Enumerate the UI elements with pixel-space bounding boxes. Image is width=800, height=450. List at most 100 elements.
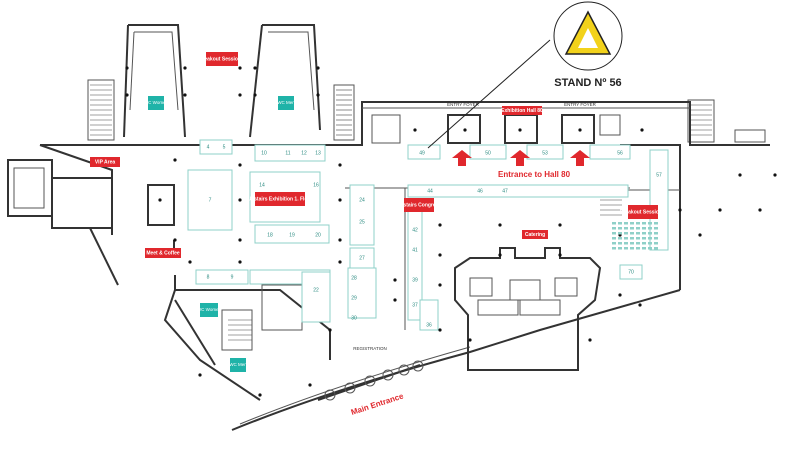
seat bbox=[642, 237, 646, 240]
column-dot bbox=[338, 238, 342, 242]
seat bbox=[630, 232, 634, 235]
column-dot bbox=[718, 208, 722, 212]
label-registration: REGISTRATION bbox=[353, 346, 386, 351]
seat bbox=[612, 242, 616, 245]
column-dot bbox=[773, 173, 777, 177]
seat bbox=[636, 242, 640, 245]
column-dot bbox=[125, 66, 129, 70]
seat bbox=[624, 222, 628, 225]
label-breakout-1: Breakout Session 1 bbox=[199, 56, 246, 62]
column-dot bbox=[758, 208, 762, 212]
column-dot bbox=[558, 223, 562, 227]
seat bbox=[648, 237, 652, 240]
stand-number: 22 bbox=[313, 287, 319, 293]
stand-number: 27 bbox=[359, 255, 365, 261]
column-dot bbox=[338, 163, 342, 167]
column-dot bbox=[258, 393, 262, 397]
stand-number: 24 bbox=[359, 197, 365, 203]
seat bbox=[636, 222, 640, 225]
seat bbox=[648, 232, 652, 235]
stand-number: 44 bbox=[427, 188, 433, 194]
seat bbox=[618, 242, 622, 245]
seat bbox=[654, 247, 658, 250]
seat bbox=[630, 237, 634, 240]
column-dots bbox=[125, 66, 777, 397]
stand-number: 70 bbox=[628, 269, 634, 275]
seat bbox=[630, 222, 634, 225]
wc-badges: WC Women WC Men WC Women WC Men bbox=[144, 96, 295, 372]
column-dot bbox=[438, 328, 442, 332]
column-dot bbox=[678, 208, 682, 212]
seat bbox=[636, 232, 640, 235]
label-upstairs-congress: Upstairs Congress bbox=[397, 202, 442, 208]
stand-marker: STAND Nº 56 bbox=[553, 1, 623, 89]
stand-number: 12 bbox=[301, 150, 307, 156]
column-dot bbox=[738, 173, 742, 177]
column-dot bbox=[438, 283, 442, 287]
column-dot bbox=[498, 223, 502, 227]
stand-number: 18 bbox=[267, 232, 273, 238]
stand-number: 53 bbox=[542, 150, 548, 156]
column-dot bbox=[316, 66, 320, 70]
seat bbox=[642, 232, 646, 235]
stand-callout-line bbox=[427, 39, 551, 149]
column-dot bbox=[173, 158, 177, 162]
seat bbox=[612, 237, 616, 240]
label-upstairs-exhibition: Upstairs Exhibition 1. Floor bbox=[247, 196, 312, 202]
stand-number: 47 bbox=[502, 188, 508, 194]
column-dot bbox=[238, 198, 242, 202]
column-dot bbox=[188, 260, 192, 264]
stand-number: 42 bbox=[412, 227, 418, 233]
column-dot bbox=[638, 303, 642, 307]
column-dot bbox=[238, 260, 242, 264]
stand-number: 5 bbox=[223, 144, 226, 150]
seat bbox=[618, 227, 622, 230]
column-dot bbox=[173, 238, 177, 242]
column-dot bbox=[158, 198, 162, 202]
column-dot bbox=[238, 163, 242, 167]
label-entry-foyer-2: ENTRY FOYER bbox=[564, 102, 597, 107]
wc-badge-2: WC Men bbox=[277, 100, 295, 105]
label-exhibition-hall: Exhibition Hall 80 bbox=[501, 108, 543, 114]
stand-number: 20 bbox=[315, 232, 321, 238]
seat bbox=[618, 222, 622, 225]
column-dot bbox=[698, 233, 702, 237]
column-dot bbox=[316, 93, 320, 97]
column-dot bbox=[578, 128, 582, 132]
column-dot bbox=[468, 338, 472, 342]
stand-number: 56 bbox=[617, 150, 623, 156]
stand-number: 19 bbox=[289, 232, 295, 238]
seat bbox=[624, 247, 628, 250]
stand-number: 11 bbox=[285, 150, 290, 156]
column-dot bbox=[393, 298, 397, 302]
stand-numbers: 4 5 10 11 12 13 7 14 16 18 19 20 24 25 2… bbox=[207, 144, 662, 328]
seat bbox=[612, 247, 616, 250]
seat bbox=[618, 232, 622, 235]
seat bbox=[648, 227, 652, 230]
wc-badge-3: WC Women bbox=[197, 307, 222, 312]
seat bbox=[618, 247, 622, 250]
column-dot bbox=[253, 93, 257, 97]
column-dot bbox=[558, 253, 562, 257]
seat bbox=[630, 247, 634, 250]
column-dot bbox=[238, 66, 242, 70]
stand-title: STAND Nº 56 bbox=[554, 77, 621, 89]
seat bbox=[654, 227, 658, 230]
column-dot bbox=[253, 66, 257, 70]
seat bbox=[624, 237, 628, 240]
seat bbox=[624, 232, 628, 235]
column-dot bbox=[618, 293, 622, 297]
column-dot bbox=[463, 128, 467, 132]
main-entrance-doors bbox=[317, 360, 424, 401]
column-dot bbox=[308, 383, 312, 387]
seat bbox=[618, 237, 622, 240]
seat bbox=[642, 222, 646, 225]
label-entry-foyer-1: ENTRY FOYER bbox=[447, 102, 480, 107]
seat bbox=[642, 227, 646, 230]
column-dot bbox=[518, 128, 522, 132]
column-dot bbox=[338, 198, 342, 202]
stand-number: 25 bbox=[359, 219, 365, 225]
stand-number: 28 bbox=[351, 275, 357, 281]
seat bbox=[648, 242, 652, 245]
